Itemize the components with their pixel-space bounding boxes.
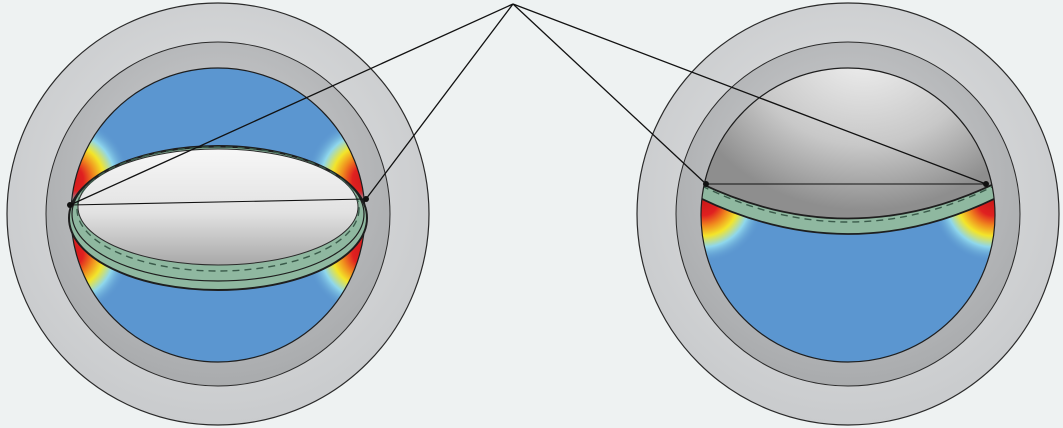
- left-membrane-disk: [78, 149, 358, 265]
- right-view: [637, 0, 1059, 425]
- left-view: [6, 3, 430, 425]
